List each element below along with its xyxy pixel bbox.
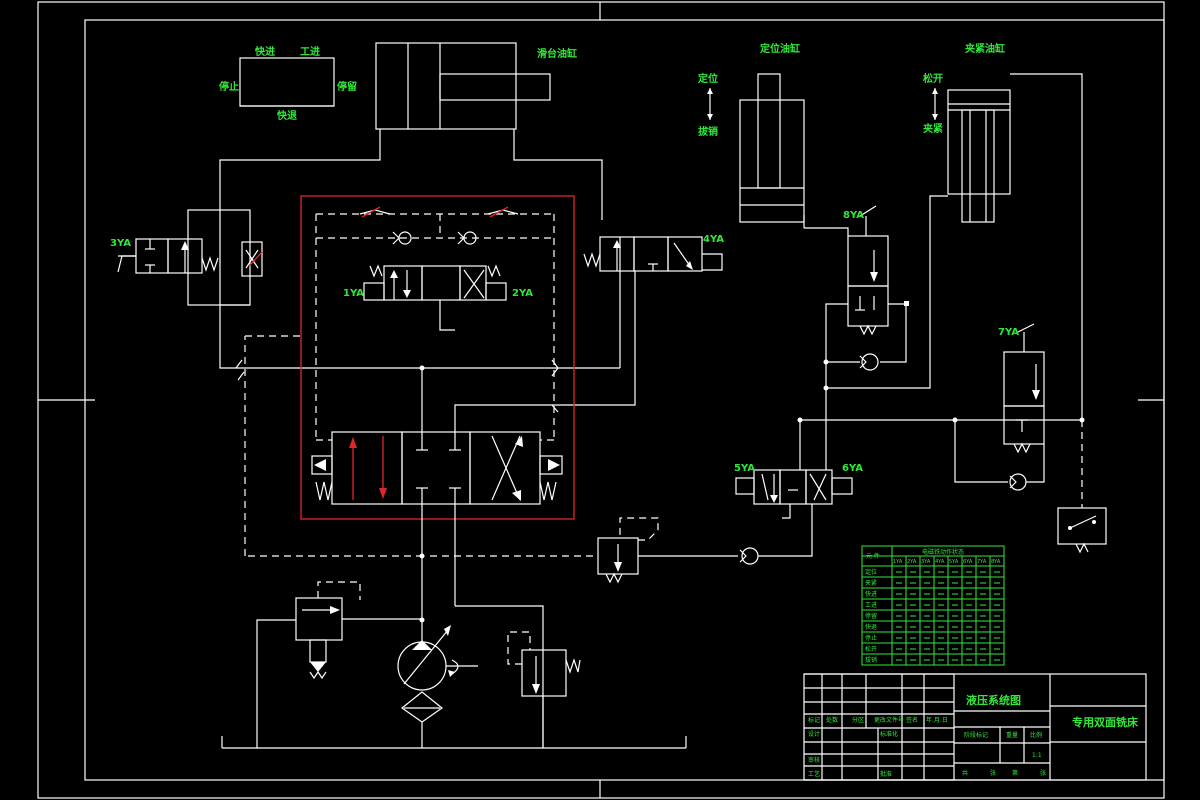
tb-stage-mark: 阶段标记: [964, 731, 988, 739]
table-column-header: 4YA: [935, 559, 945, 565]
clamp-cylinder: 夹紧油缸 松开 夹紧: [826, 42, 1083, 420]
label-fast-forward: 快进: [254, 45, 275, 58]
tb-scale: 1:1: [1032, 752, 1042, 759]
table-column-header: 1YA: [893, 559, 903, 565]
pressure-switch: [1057, 420, 1107, 554]
label-4ya: 4YA: [703, 234, 724, 245]
tb-review: 审核: [808, 756, 820, 764]
table-column-header: 6YA: [963, 559, 973, 565]
label-clamp-cylinder: 夹紧油缸: [965, 42, 1005, 55]
label-slide-cylinder: 滑台油缸: [537, 47, 577, 60]
label-dwell: 停留: [337, 80, 357, 93]
table-row-label: 工进: [865, 601, 877, 609]
valve-8ya: 8YA: [804, 205, 909, 420]
tb-sheet-total: 共: [962, 769, 968, 777]
tb-approve: 批准: [880, 770, 892, 778]
main-directional-valve: [311, 431, 563, 505]
valve-7ya: 7YA: [797, 323, 1085, 491]
tb-standardize: 标准化: [880, 730, 898, 738]
tb-sheet-no: 第: [1012, 769, 1018, 777]
tb-date: 年.月.日: [926, 716, 948, 724]
label-locating-cylinder: 定位油缸: [760, 42, 800, 55]
table-column-header: 3YA: [921, 559, 931, 565]
control-module-box: 1YA 2YA: [300, 195, 575, 520]
cycle-diagram: 快进 工进 停止 停留 快退: [219, 45, 357, 122]
label-loosen: 松开: [923, 72, 943, 85]
label-stop: 停止: [219, 80, 239, 93]
table-header-right: 电磁铁动作状态: [922, 548, 964, 556]
table-column-header: 2YA: [907, 559, 917, 565]
table-row-label: 松开: [865, 645, 877, 653]
label-8ya: 8YA: [843, 210, 864, 221]
drawing-title: 液压系统图: [966, 693, 1021, 707]
table-column-header: 5YA: [949, 559, 959, 565]
table-column-header: 7YA: [977, 559, 987, 565]
label-work-feed: 工进: [300, 45, 320, 58]
table-row-label: 夹紧: [865, 579, 877, 587]
drawing-frame: [37, 1, 1165, 799]
label-locate: 定位: [698, 72, 718, 85]
tb-sheet: 张: [990, 769, 996, 777]
tb-sheet2: 张: [1040, 769, 1046, 777]
tb-design: 设计: [808, 730, 820, 738]
relief-valve-left: [256, 581, 422, 748]
locating-cylinder: 定位油缸 定位 拔销: [698, 42, 805, 228]
tb-process: 工艺: [808, 770, 820, 778]
label-5ya: 5YA: [734, 463, 755, 474]
tb-count: 处数: [826, 716, 838, 724]
slide-cylinder: 滑台油缸: [219, 42, 620, 369]
valve-4ya: 4YA: [454, 234, 724, 432]
table-row-label: 拔销: [865, 656, 877, 664]
label-7ya: 7YA: [998, 327, 1019, 338]
label-2ya: 2YA: [512, 288, 533, 299]
label-clamp: 夹紧: [923, 122, 943, 135]
tb-zone: 分区: [852, 716, 864, 724]
label-release-locate: 拔销: [698, 125, 718, 138]
tb-change-doc: 更改文件号: [874, 716, 904, 724]
table-column-header: 8YA: [991, 559, 1001, 565]
valve-5ya-6ya: 5YA 6YA: [734, 420, 863, 519]
tb-weight: 重量: [1006, 731, 1018, 739]
table-header-left: 元 件: [866, 552, 880, 560]
label-6ya: 6YA: [842, 463, 863, 474]
reducing-valve: [597, 504, 813, 584]
valve-3ya: 3YA: [110, 209, 263, 306]
table-row-label: 停留: [865, 612, 877, 620]
pump-assembly: [221, 335, 687, 749]
tb-ratio: 比例: [1030, 731, 1042, 739]
label-fast-return: 快退: [276, 109, 297, 122]
tb-signature: 签名: [906, 716, 918, 724]
table-row-label: 快进: [865, 590, 877, 598]
solenoid-table: 元 件 电磁铁动作状态 1YA 2YA 3YA 4YA 5YA 6YA 7YA 8YA 定位夹紧快进…: [861, 545, 1005, 666]
tb-marks: 标记: [808, 716, 820, 724]
title-block: 液压系统图 专用双面铣床 阶段标记 重量 比例 1:1 共 张 第 张 标记 处…: [803, 673, 1147, 781]
label-3ya: 3YA: [110, 238, 131, 249]
table-row-label: 定位: [865, 568, 877, 576]
product-name: 专用双面铣床: [1072, 715, 1139, 729]
label-1ya: 1YA: [343, 288, 364, 299]
table-row-label: 停止: [865, 634, 877, 642]
table-row-label: 快退: [865, 623, 877, 631]
relief-valve-right: [507, 631, 581, 748]
piping-connections: [220, 237, 621, 413]
